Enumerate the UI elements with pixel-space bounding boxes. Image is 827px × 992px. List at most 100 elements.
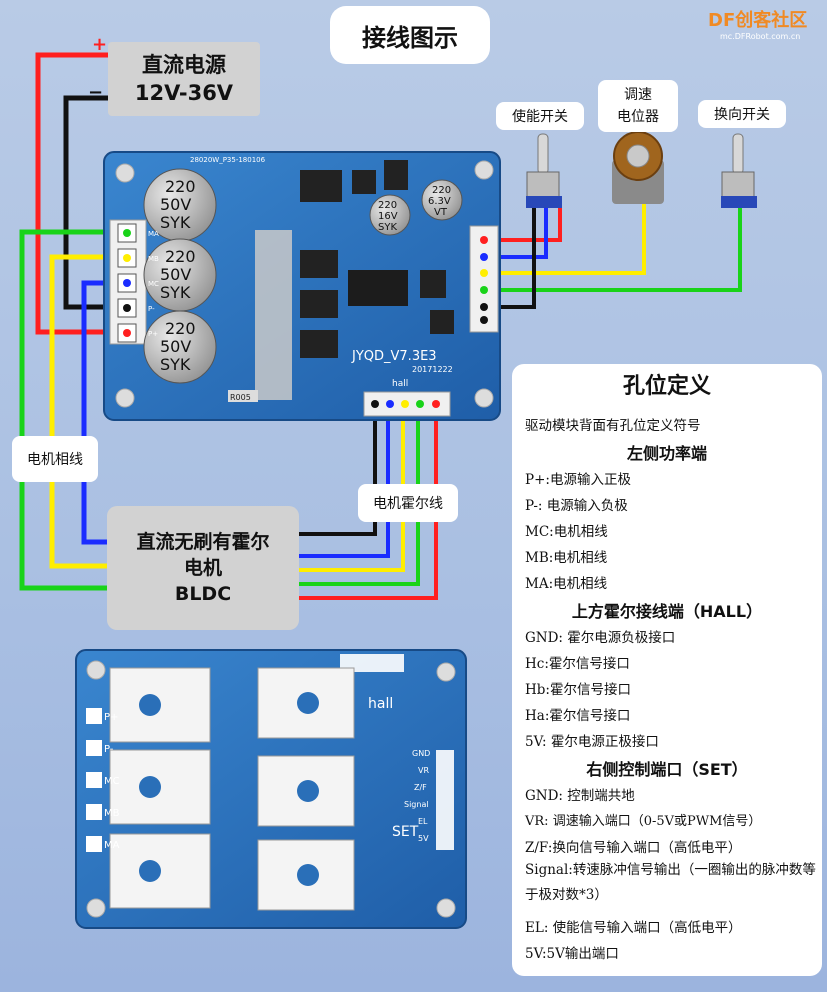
back-pin-mb: MB	[104, 808, 120, 819]
power-pin-line: MB:电机相线	[525, 550, 608, 566]
smallcap1-v1: 220	[378, 200, 397, 211]
capacitor-small-1	[369, 194, 411, 236]
cap2-v1: 220	[165, 247, 196, 266]
front-pin-pminus: P-	[148, 305, 155, 313]
set-pin-line: EL: 使能信号输入端口（高低电平）	[525, 920, 742, 936]
set-pin-line: Z/F:换向信号输入端口（高低电平）	[525, 840, 742, 856]
hall-pin-line: Ha:霍尔信号接口	[525, 708, 631, 724]
direction-switch	[721, 133, 757, 208]
logo-text: DF创客社区	[708, 10, 808, 31]
smallcap1-v2: 16V	[378, 211, 398, 222]
motor-line3: BLDC	[174, 583, 232, 605]
cap3-v1: 220	[165, 319, 196, 338]
definition-title: 孔位定义	[622, 374, 711, 399]
cap1-v2: 50V	[160, 195, 191, 214]
set-pin-line: Signal:转速脉冲信号输出（一圈输出的脉冲数等于极对数*3）	[525, 862, 816, 903]
potentiometer-label: 调速 电位器	[598, 80, 678, 132]
back-pin-signal: Signal	[404, 800, 429, 809]
capacitor-small-2	[421, 179, 463, 221]
hall-pin-line: GND: 霍尔电源负极接口	[525, 630, 676, 646]
wire-ctrl-yellow	[484, 200, 646, 275]
logo-url: mc.DFRobot.com.cn	[720, 32, 801, 41]
section-hall-heading: 上方霍尔接线端（HALL）	[571, 602, 763, 621]
pin-definition-panel: 孔位定义 驱动模块背面有孔位定义符号 左侧功率端 P+:电源输入正极 P-: 电…	[512, 364, 822, 976]
cap2-v2: 50V	[160, 265, 191, 284]
motor-line2: 电机	[183, 557, 222, 579]
hall-pin-line: Hc:霍尔信号接口	[525, 656, 630, 672]
back-set-label: SET	[392, 824, 419, 840]
smallcap1-v3: SYK	[378, 222, 397, 233]
power-supply-line2: 12V-36V	[134, 81, 234, 105]
front-pin-ma: MA	[148, 230, 159, 238]
wire-hall-green	[298, 408, 420, 586]
back-pin-zf: Z/F	[414, 783, 427, 792]
set-pin-line: VR: 调速输入端口（0-5V或PWM信号）	[525, 814, 762, 829]
smallcap2-v2: 6.3V	[428, 196, 451, 207]
board-hall-label: hall	[392, 379, 408, 389]
smallcap2-v1: 220	[432, 185, 451, 196]
wire-phase-blue	[81, 280, 120, 545]
cap3-v2: 50V	[160, 337, 191, 356]
board-model: JYQD_V7.3E3	[351, 349, 437, 364]
cap3-v3: SYK	[160, 355, 191, 374]
back-pin-pplus: P+	[104, 712, 118, 723]
plus-sign: +	[92, 34, 108, 55]
cap1-v1: 220	[165, 177, 196, 196]
brand-logo: DF创客社区 mc.DFRobot.com.cn	[676, 2, 826, 48]
section-set-heading: 右侧控制端口（SET）	[586, 760, 748, 779]
wire-phase-yellow	[49, 254, 120, 569]
motor-box: 直流无刷有霍尔 电机 BLDC	[107, 506, 299, 630]
wire-phase-green	[19, 229, 120, 591]
back-pin-vr: VR	[418, 766, 429, 775]
page-title: 接线图示	[330, 6, 490, 64]
potentiometer-label-line2: 电位器	[617, 109, 659, 125]
power-supply-line1: 直流电源	[142, 53, 226, 77]
power-supply-box: 直流电源 12V-36V	[108, 42, 260, 116]
back-pin-5v: 5V	[418, 834, 429, 843]
direction-switch-label: 换向开关	[698, 100, 786, 128]
wire-power-negative	[63, 95, 120, 310]
enable-switch	[526, 133, 562, 208]
wire-ctrl-green	[484, 206, 742, 292]
set-pin-line: 5V:5V输出端口	[525, 946, 619, 962]
wire-ctrl-blue	[484, 208, 548, 259]
front-pin-mc: MC	[148, 280, 159, 288]
board-r-code: R005	[230, 393, 251, 402]
capacitor-3	[143, 310, 217, 384]
power-pin-line: MA:电机相线	[525, 576, 608, 592]
cap2-v3: SYK	[160, 283, 191, 302]
back-pin-mc: MC	[104, 776, 120, 787]
speed-potentiometer	[612, 131, 664, 204]
potentiometer-label-line1: 调速	[624, 87, 652, 103]
front-pin-mb: MB	[148, 255, 159, 263]
front-pin-pplus: P+	[148, 330, 158, 338]
hall-wire-label: 电机霍尔线	[358, 484, 458, 522]
hall-pin-line: 5V: 霍尔电源正极接口	[525, 734, 659, 750]
set-pin-line: GND: 控制端共地	[525, 788, 635, 804]
wire-ctrl-red	[484, 206, 562, 242]
board-date: 20171222	[412, 365, 453, 374]
back-pin-pminus: P-	[104, 744, 114, 755]
power-pin-line: MC:电机相线	[525, 524, 608, 540]
phase-wire-label: 电机相线	[12, 436, 98, 482]
wire-hall-yellow	[298, 408, 405, 572]
driver-board-back	[75, 649, 467, 929]
definition-intro: 驱动模块背面有孔位定义符号	[525, 418, 701, 434]
back-pin-el: EL	[418, 817, 428, 826]
power-pin-line: P+:电源输入正极	[525, 472, 631, 488]
enable-switch-label: 使能开关	[496, 102, 584, 130]
motor-line1: 直流无刷有霍尔	[136, 531, 270, 553]
minus-sign: −	[88, 82, 104, 103]
back-pin-ma: MA	[104, 840, 120, 851]
smallcap2-v3: VT	[434, 207, 448, 218]
power-pin-line: P-: 电源输入负极	[525, 498, 628, 514]
hall-pin-line: Hb:霍尔信号接口	[525, 682, 631, 698]
wire-power-positive	[35, 52, 120, 335]
back-hall-label: hall	[368, 696, 393, 712]
back-pin-gnd: GND	[412, 749, 430, 758]
wire-hall-black	[298, 408, 377, 536]
cap1-v3: SYK	[160, 213, 191, 232]
wire-hall-red	[298, 408, 438, 600]
wire-hall-blue	[298, 408, 390, 558]
